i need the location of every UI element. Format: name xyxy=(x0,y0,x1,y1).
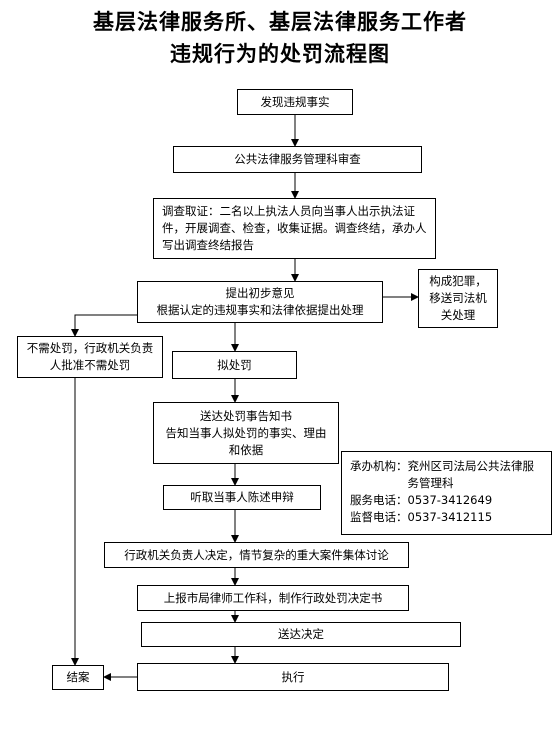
step-no-penalty: 不需处罚，行政机关负责人批准不需处罚 xyxy=(17,336,163,378)
step-notice: 送达处罚事告知书 告知当事人拟处罚的事实、理由和依据 xyxy=(153,402,339,464)
step-preliminary: 提出初步意见 根据认定的违规事实和法律依据提出处理 xyxy=(137,281,383,323)
step-report: 上报市局律师工作科，制作行政处罚决定书 xyxy=(137,585,409,611)
step-deliver: 送达决定 xyxy=(141,622,461,647)
phone-row: 服务电话： 0537-3412649 xyxy=(350,492,543,509)
supervise-row: 监督电话： 0537-3412115 xyxy=(350,509,543,526)
phone-label: 服务电话： xyxy=(350,493,408,507)
step-investigate: 调查取证：二名以上执法人员向当事人出示执法证件，开展调查、检查，收集证据。调查终… xyxy=(153,198,436,259)
step-close: 结案 xyxy=(52,665,104,690)
page-title-line-1: 基层法律服务所、基层法律服务工作者 xyxy=(93,10,467,34)
step-review: 公共法律服务管理科审查 xyxy=(173,146,422,173)
step-discover: 发现违规事实 xyxy=(237,89,353,115)
agency-label: 承办机构： xyxy=(350,459,408,473)
step-hearing: 听取当事人陈述申辩 xyxy=(163,485,321,510)
contact-info-panel: 承办机构： 兖州区司法局公共法律服务管理科 服务电话： 0537-3412649… xyxy=(341,451,552,535)
agency-row: 承办机构： 兖州区司法局公共法律服务管理科 xyxy=(350,458,543,492)
step-execute: 执行 xyxy=(137,663,449,691)
step-propose-penalty: 拟处罚 xyxy=(172,351,297,379)
supervise-label: 监督电话： xyxy=(350,510,408,524)
page-title-line-2: 违规行为的处罚流程图 xyxy=(170,42,390,66)
supervise-value: 0537-3412115 xyxy=(407,510,493,524)
step-crime: 构成犯罪，移送司法机关处理 xyxy=(418,269,498,328)
phone-value: 0537-3412649 xyxy=(407,493,493,507)
arrow-preliminary-to-no-penalty xyxy=(71,314,137,337)
agency-value: 兖州区司法局公共法律服务管理科 xyxy=(407,459,535,490)
step-decision: 行政机关负责人决定，情节复杂的重大案件集体讨论 xyxy=(104,542,409,568)
